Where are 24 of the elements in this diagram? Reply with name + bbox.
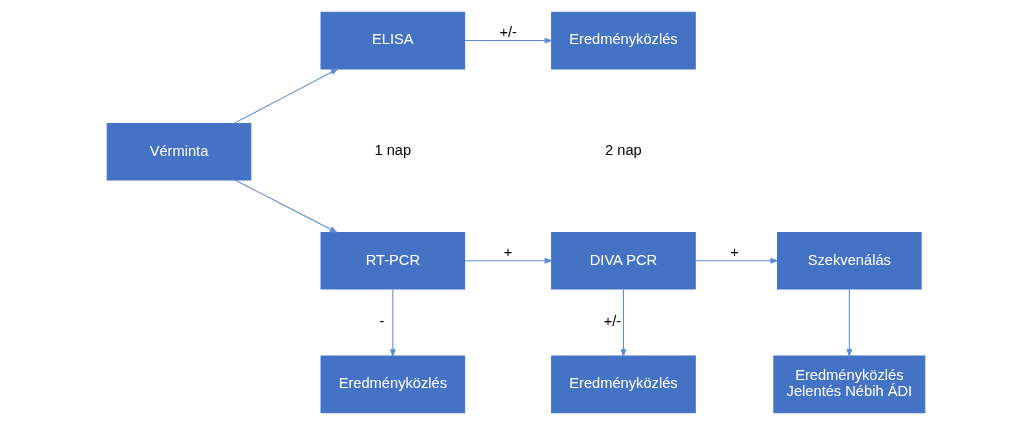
label: 1 nap [374, 141, 412, 158]
arrow [389, 288, 396, 358]
edge-label: +/- [499, 23, 517, 40]
node-box: DIVA PCR [551, 231, 696, 290]
node-box: Eredményközlés [320, 355, 466, 414]
arrow [620, 288, 627, 358]
arrow [694, 257, 779, 264]
node-box: Vérminta [106, 122, 252, 181]
arrow [234, 179, 339, 234]
node-box: Eredményközlés [551, 11, 696, 70]
node-box: ELISA [320, 11, 466, 70]
edge-label: + [730, 243, 739, 260]
edge-label: +/- [603, 313, 622, 330]
arrow [464, 257, 553, 264]
arrow [846, 288, 853, 358]
edge-label: + [503, 243, 513, 260]
label: 2 nap [605, 141, 642, 158]
node-box: Szekvenálás [777, 231, 922, 290]
node-box: Eredményközlés Jelentés Nébih ÁDI [773, 355, 926, 414]
arrow [464, 37, 553, 44]
node-box: Eredményközlés [551, 355, 696, 414]
arrow [233, 68, 339, 124]
edge-label: - [379, 313, 385, 330]
node-box: RT-PCR [320, 231, 466, 290]
